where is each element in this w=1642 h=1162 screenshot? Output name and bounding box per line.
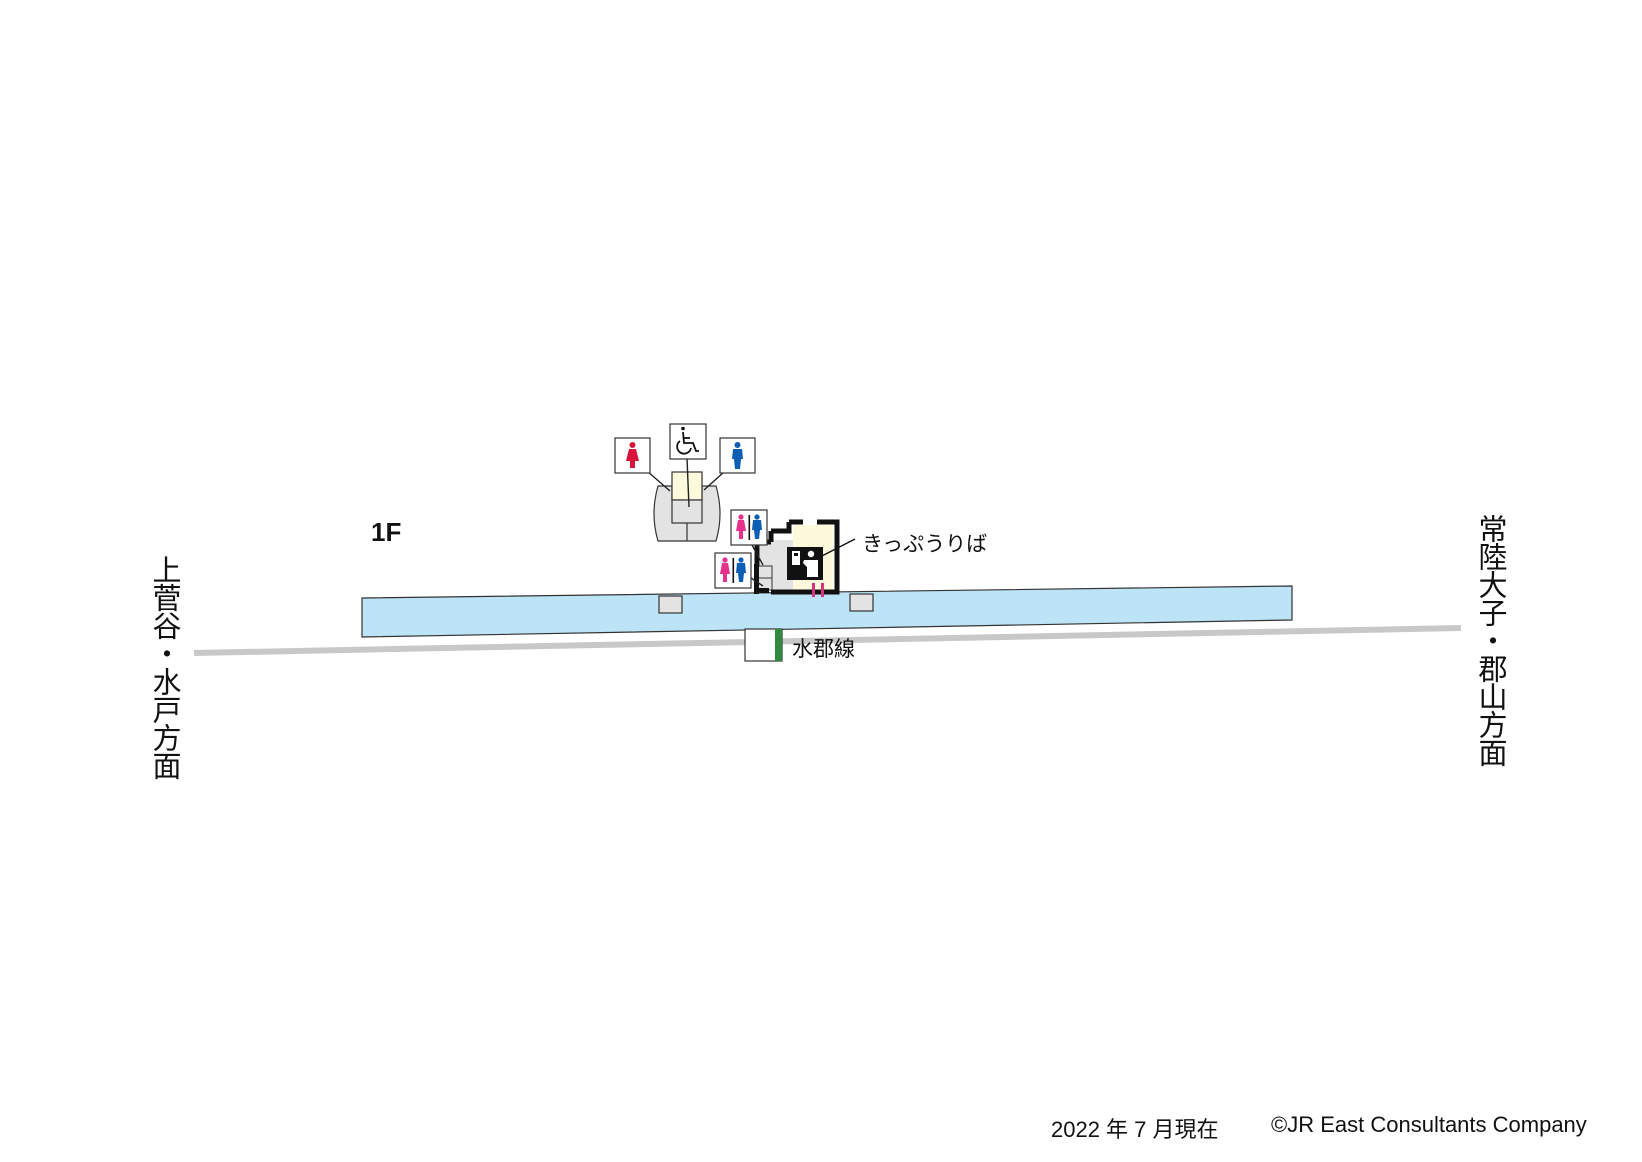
accessible-toilet-sign bbox=[669, 423, 707, 460]
station-building bbox=[754, 519, 856, 597]
platform-shelter-right bbox=[849, 593, 874, 612]
direction-label-left: 上菅谷・水戸方面 bbox=[148, 555, 182, 779]
toilet-sign-upper bbox=[730, 509, 768, 566]
as-of-date: 2022 年 7 月現在 bbox=[1051, 1117, 1219, 1142]
direction-label-right: 常陸大子・郡山方面 bbox=[1474, 514, 1508, 766]
unisex-toilet-icon bbox=[720, 557, 746, 583]
platform bbox=[361, 585, 1293, 638]
ticket-office-label: きっぷうりば bbox=[862, 532, 988, 556]
line-label-box bbox=[744, 628, 783, 662]
toilet-sign-lower bbox=[714, 552, 764, 589]
floor-label: 1F bbox=[371, 517, 402, 547]
male-toilet-sign bbox=[719, 437, 756, 474]
ticket-gate bbox=[821, 583, 824, 597]
male-icon bbox=[732, 442, 743, 469]
platform-shelter-left bbox=[658, 595, 683, 614]
copyright: ©JR East Consultants Company bbox=[1271, 1112, 1587, 1137]
line-name-label: 水郡線 bbox=[792, 637, 855, 661]
female-icon bbox=[626, 442, 639, 468]
ticket-gate bbox=[812, 583, 815, 597]
female-toilet-sign bbox=[614, 437, 651, 474]
rail-track bbox=[194, 625, 1461, 656]
toilet-building bbox=[646, 457, 725, 542]
wheelchair-icon bbox=[676, 426, 699, 455]
unisex-toilet-icon bbox=[736, 514, 762, 540]
line-color-stripe bbox=[775, 629, 782, 661]
